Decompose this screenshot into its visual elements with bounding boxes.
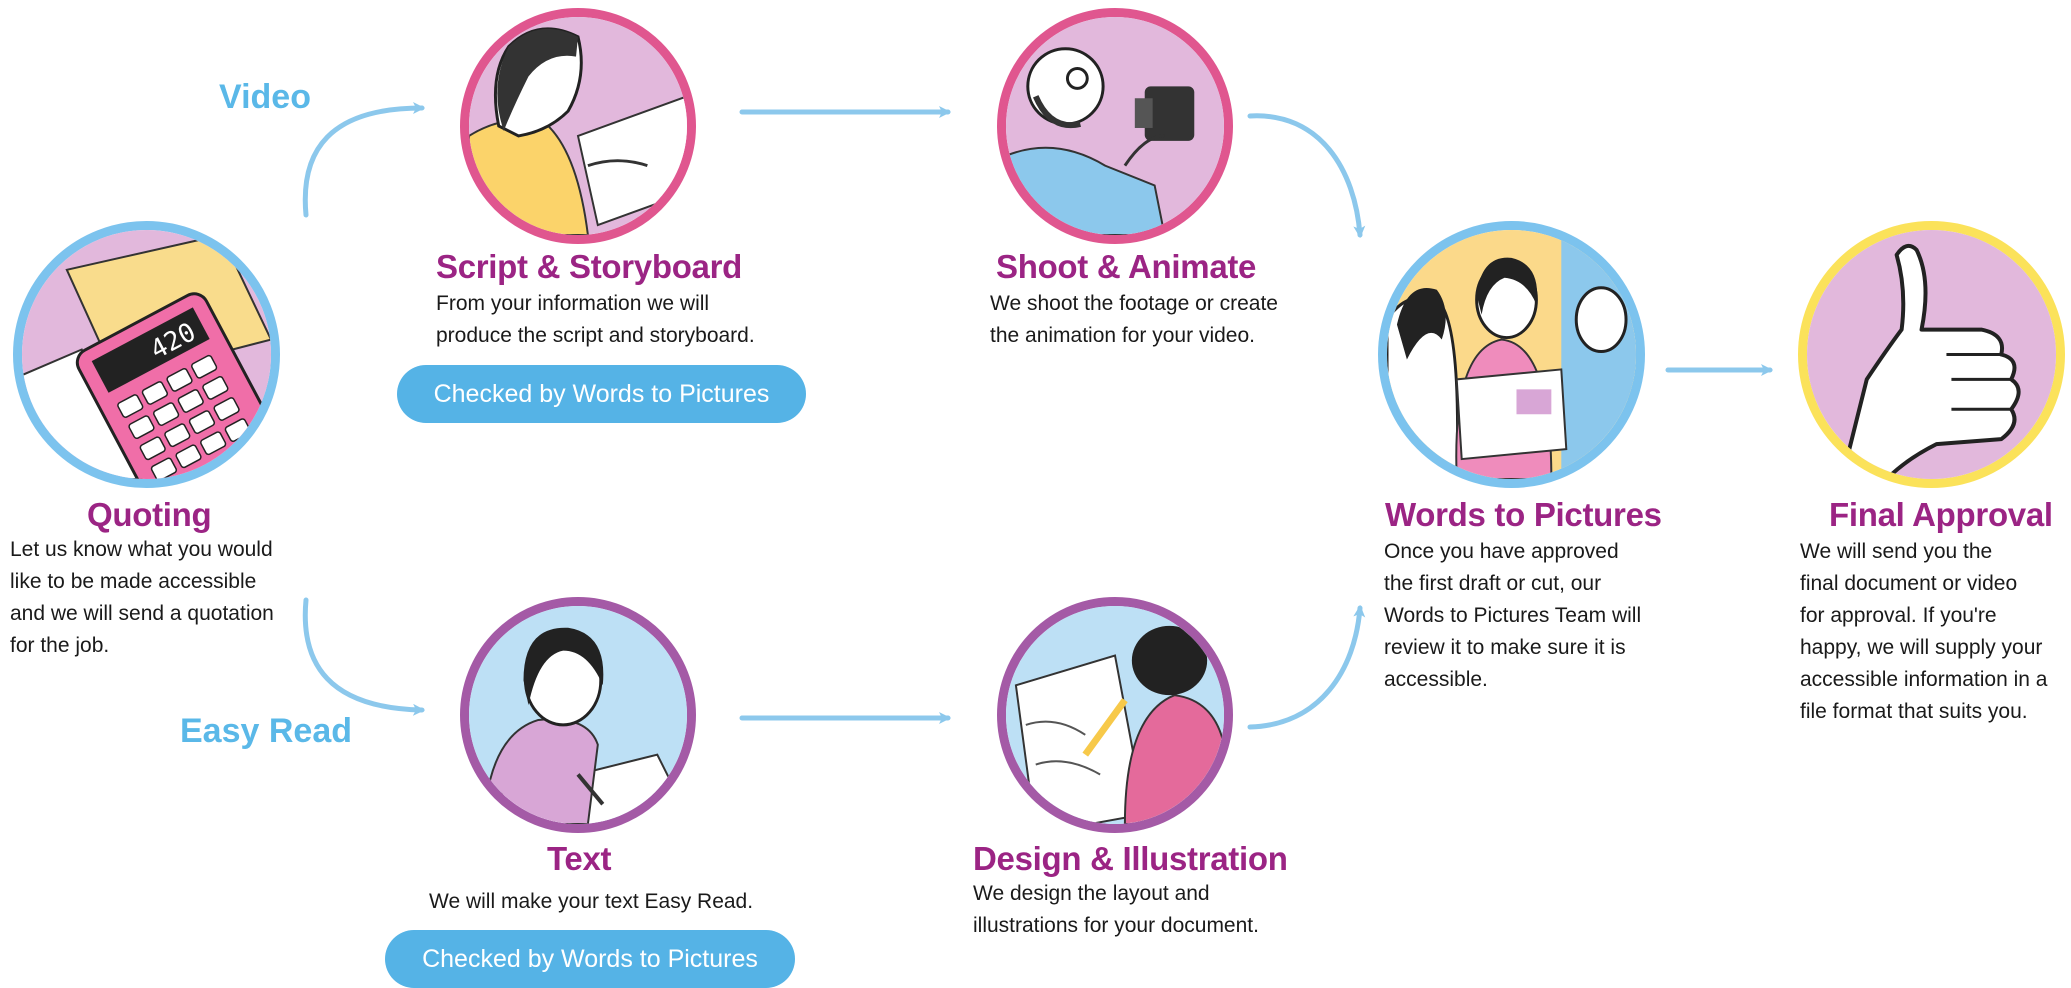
quoting-description: Let us know what you would like to be ma…: [10, 538, 274, 657]
arrow-design-to-words: [1247, 605, 1366, 730]
shoot-description: We shoot the footage or create the anima…: [990, 292, 1278, 347]
words-to-pictures-description: Once you have approved the first draft o…: [1384, 540, 1642, 691]
design-description: We design the layout and illustrations f…: [973, 882, 1259, 937]
arrow-quoting-to-script: [302, 102, 425, 218]
design-illustration: [997, 597, 1233, 833]
final-approval-illustration: [1798, 221, 2065, 488]
script-title: Script & Storyboard: [436, 248, 743, 285]
text-illustration: [460, 597, 696, 833]
camera-operator-icon: [1006, 17, 1224, 235]
thumbs-up-icon: [1807, 230, 2056, 479]
shoot-illustration: [997, 8, 1233, 244]
checked-by-words-to-pictures-badge-easy-read[interactable]: Checked by Words to Pictures: [385, 930, 795, 988]
final-approval-description: We will send you the final document or v…: [1800, 540, 2048, 723]
quoting-illustration: 420: [13, 221, 280, 488]
text-title: Text: [547, 840, 612, 877]
quoting-title: Quoting: [87, 496, 212, 533]
words-to-pictures-title: Words to Pictures: [1385, 496, 1662, 533]
script-illustration: [460, 8, 696, 244]
illustrator-drawing-icon: [1006, 606, 1224, 824]
arrow-shoot-to-words: [1247, 113, 1366, 238]
branch-label-easy-read: Easy Read: [180, 712, 352, 750]
calculator-icon: 420: [22, 230, 271, 479]
words-to-pictures-illustration: [1378, 221, 1645, 488]
script-description: From your information we will produce th…: [436, 292, 755, 347]
design-title: Design & Illustration: [973, 840, 1288, 877]
shoot-title: Shoot & Animate: [996, 248, 1257, 285]
final-approval-title: Final Approval: [1829, 496, 2053, 533]
arrow-quoting-to-text: [302, 597, 425, 716]
person-writing-script-icon: [469, 17, 687, 235]
branch-label-video: Video: [219, 78, 311, 116]
person-writing-text-icon: [469, 606, 687, 824]
text-description: We will make your text Easy Read.: [429, 890, 754, 913]
review-team-icon: [1387, 230, 1636, 479]
checked-by-words-to-pictures-badge-video[interactable]: Checked by Words to Pictures: [397, 365, 806, 423]
